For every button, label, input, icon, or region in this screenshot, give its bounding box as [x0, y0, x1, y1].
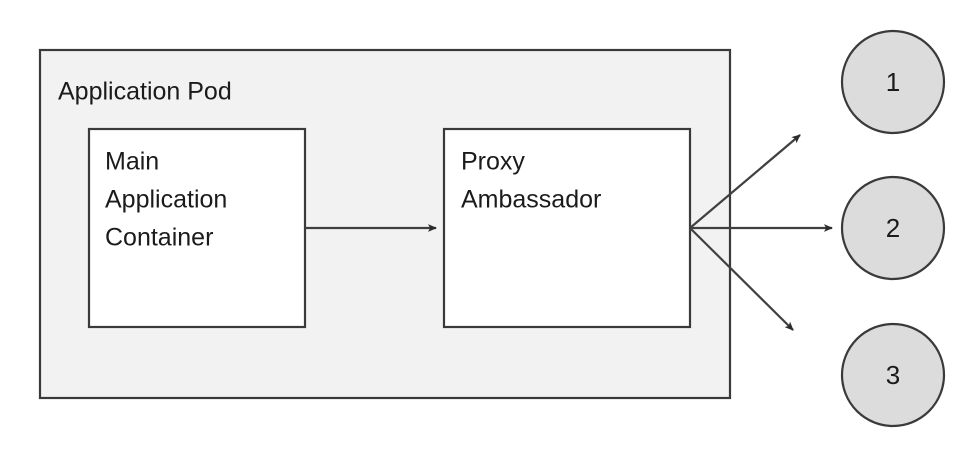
main-application-container[interactable]: Main Application Container: [87, 127, 307, 329]
service-circle-3[interactable]: [840, 322, 946, 428]
edge-proxy-to-service-1: [689, 134, 801, 229]
service-label-1: 1: [886, 67, 900, 97]
service-node-1[interactable]: 1: [840, 29, 946, 135]
service-label-2: 2: [886, 213, 900, 243]
service-node-3[interactable]: 3: [840, 322, 946, 428]
proxy-ambassador-label-line-2: Ambassador: [461, 186, 601, 214]
main-application-container-box[interactable]: [87, 127, 307, 329]
service-circle-2[interactable]: [840, 175, 946, 281]
proxy-ambassador-box[interactable]: [442, 127, 692, 329]
service-circle-1[interactable]: [840, 29, 946, 135]
proxy-ambassador-container[interactable]: Proxy Ambassador: [442, 127, 692, 329]
main-application-container-label-line-2: Application: [105, 186, 227, 214]
main-application-container-label-line-3: Container: [105, 224, 213, 252]
proxy-ambassador-label-line-1: Proxy: [461, 148, 525, 176]
main-application-container-label-line-1: Main: [105, 148, 159, 176]
service-node-2[interactable]: 2: [840, 175, 946, 281]
application-pod-label: Application Pod: [58, 78, 232, 106]
service-label-3: 3: [886, 360, 900, 390]
edge-proxy-to-service-3: [689, 227, 794, 331]
